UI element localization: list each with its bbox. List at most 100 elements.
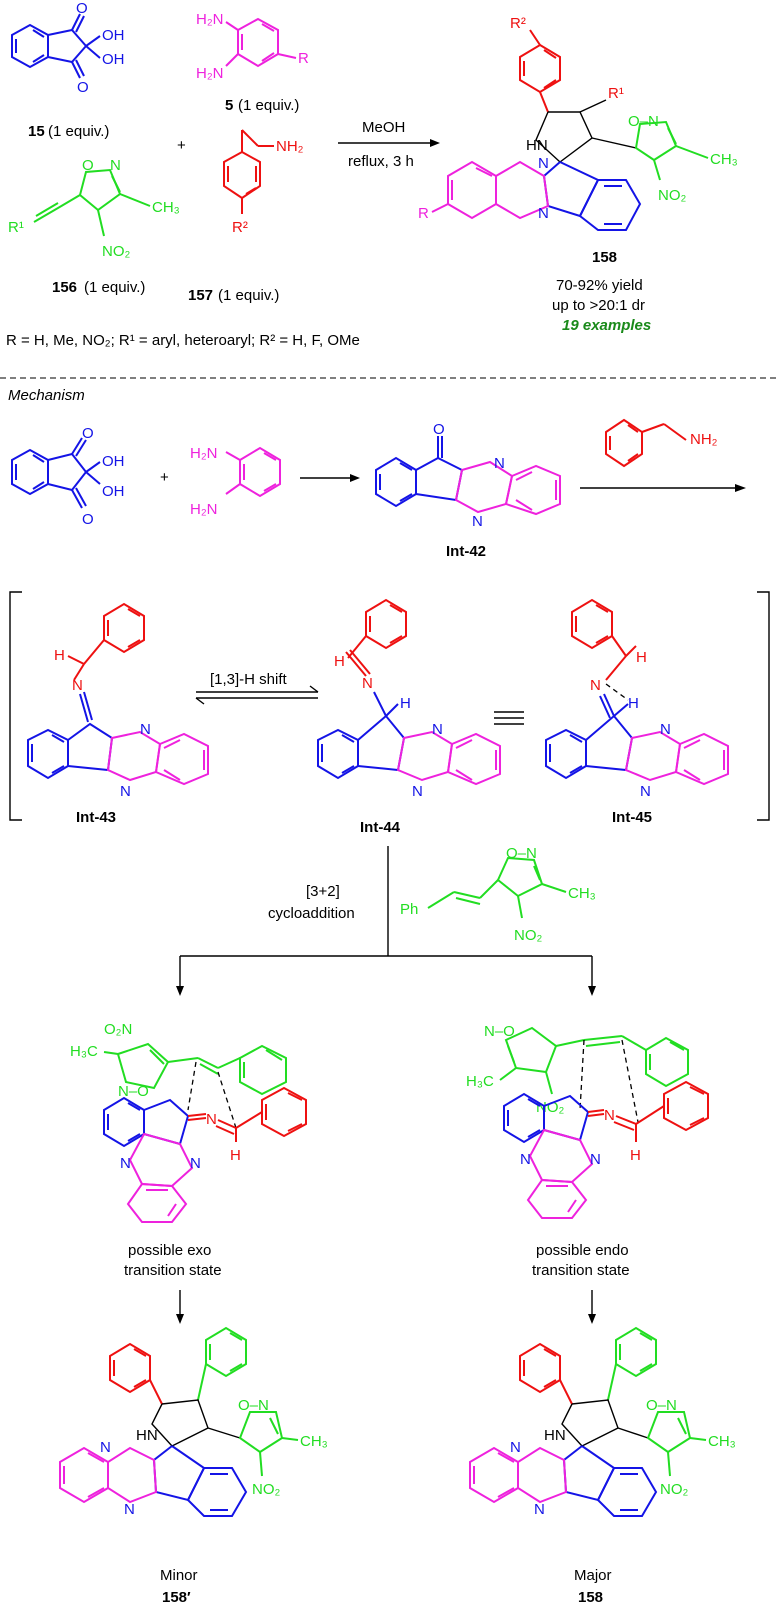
- atom-no2: NO₂: [658, 187, 687, 204]
- shift-label: [1,3]-H shift: [210, 671, 288, 688]
- endo-transition-state: N–O H₃C NO₂ N H N: [466, 1023, 709, 1219]
- compound-157-label: 157: [188, 287, 213, 304]
- endo-label-1: possible endo: [536, 1242, 629, 1259]
- arrowhead: [735, 484, 746, 492]
- compound-15-label: 15: [28, 123, 45, 140]
- atom-ch3: CH₃: [708, 1433, 736, 1450]
- plus-sign: +: [160, 469, 169, 486]
- atom-nh2: NH₂: [276, 138, 304, 155]
- atom-ph: Ph: [400, 901, 418, 918]
- atom-r2: R²: [510, 15, 526, 32]
- atom-o: O: [82, 511, 94, 528]
- styryl-isoxazole-reagent: Ph O–N CH₃ NO₂: [400, 845, 596, 944]
- equilibrium-half-head: [309, 685, 319, 693]
- major-label: Major: [574, 1567, 612, 1584]
- atom-h: H: [628, 695, 639, 712]
- forming-bond-dashed: [621, 1039, 639, 1123]
- arrowhead: [588, 1314, 596, 1324]
- atom-o: O: [82, 157, 94, 174]
- endo-label-2: transition state: [532, 1262, 630, 1279]
- equiv-label: (1 equiv.): [218, 287, 279, 304]
- int-42-structure: O N N: [375, 421, 561, 530]
- condition-solvent: MeOH: [362, 119, 405, 136]
- ninhydrin-structure: O O OH OH: [11, 0, 125, 96]
- atom-n: N: [520, 1151, 531, 1168]
- atom-n: N: [432, 721, 443, 738]
- atom-h3c: H₃C: [70, 1043, 98, 1060]
- h-bond-dashed: [605, 683, 629, 701]
- exo-label-2: transition state: [124, 1262, 222, 1279]
- forming-bond-dashed: [579, 1039, 585, 1111]
- bracket-left: [9, 591, 22, 821]
- exo-label-1: possible exo: [128, 1242, 211, 1259]
- atom-n: N: [590, 677, 601, 694]
- cyclo-label-1: [3+2]: [306, 883, 340, 900]
- atom-ring-o-n: O–N: [628, 113, 659, 130]
- atom-n: N: [72, 677, 83, 694]
- examples-text: 19 examples: [562, 317, 651, 334]
- atom-r: R: [418, 205, 429, 222]
- atom-no2: NO₂: [102, 243, 131, 260]
- atom-ch3: CH₃: [300, 1433, 328, 1450]
- atom-ch3: CH₃: [568, 885, 596, 902]
- arrowhead: [176, 1314, 184, 1324]
- mechanism-heading: Mechanism: [8, 387, 85, 404]
- compound-156-label: 156: [52, 279, 77, 296]
- atom-r1: R¹: [608, 85, 624, 102]
- atom-n: N: [472, 513, 483, 530]
- ninhydrin-structure: O O OH OH: [11, 425, 125, 528]
- minor-product-structure: HN O–N CH₃ NO₂ N N: [59, 1326, 328, 1518]
- major-product-structure: HN O–N CH₃ NO₂ N N: [469, 1326, 736, 1518]
- atom-h2n: H₂N: [196, 11, 224, 28]
- atom-n: N: [190, 1155, 201, 1172]
- atom-h: H: [636, 649, 647, 666]
- int-44-label: Int-44: [360, 819, 401, 836]
- atom-n: N: [538, 155, 549, 172]
- atom-ring-o-n: O–N: [238, 1397, 269, 1414]
- equilibrium-half-head: [195, 697, 205, 705]
- atom-oh: OH: [102, 483, 125, 500]
- atom-hn: HN: [544, 1427, 566, 1444]
- compound-158-prime-label: 158′: [162, 1589, 191, 1606]
- int-44-structure: H N H N N: [317, 598, 501, 800]
- atom-no2: NO₂: [536, 1099, 565, 1116]
- compound-158-label: 158: [592, 249, 617, 266]
- int-45-structure: H N H N N: [545, 598, 729, 800]
- int-42-label: Int-42: [446, 543, 486, 560]
- atom-ch3: CH₃: [152, 199, 180, 216]
- atom-n: N: [120, 1155, 131, 1172]
- atom-ring-n-o: N–O: [118, 1083, 149, 1100]
- atom-r2: R²: [232, 219, 248, 236]
- atom-n: N: [412, 783, 423, 800]
- atom-n: N: [206, 1111, 217, 1128]
- nitroisoxazole-structure: O N CH₃ NO₂ R¹: [8, 157, 180, 260]
- atom-n: N: [534, 1501, 545, 1518]
- benzylamine-reagent: NH₂: [605, 418, 718, 468]
- atom-o: O: [76, 0, 88, 17]
- atom-hn: HN: [136, 1427, 158, 1444]
- atom-n: N: [640, 783, 651, 800]
- equiv-label: (1 equiv.): [48, 123, 109, 140]
- arrowhead: [588, 986, 596, 996]
- atom-r1: R¹: [8, 219, 24, 236]
- atom-no2: NO₂: [514, 927, 543, 944]
- atom-n: N: [660, 721, 671, 738]
- int-43-label: Int-43: [76, 809, 116, 826]
- atom-nh2: NH₂: [690, 431, 718, 448]
- atom-r: R: [298, 50, 309, 67]
- atom-oh: OH: [102, 27, 125, 44]
- atom-o2n: O₂N: [104, 1021, 132, 1038]
- exo-transition-state: O₂N H₃C N–O N H N N: [70, 1021, 307, 1223]
- atom-ch3: CH₃: [710, 151, 738, 168]
- atom-ring-o-n: O–N: [506, 845, 537, 862]
- atom-hn: HN: [526, 137, 548, 154]
- atom-n: N: [110, 157, 121, 174]
- bracket-right: [757, 591, 770, 821]
- arrowhead: [176, 986, 184, 996]
- condition-temp-time: reflux, 3 h: [348, 153, 414, 170]
- atom-n: N: [124, 1501, 135, 1518]
- atom-h: H: [230, 1147, 241, 1164]
- atom-h2n: H₂N: [190, 501, 218, 518]
- atom-h: H: [54, 647, 65, 664]
